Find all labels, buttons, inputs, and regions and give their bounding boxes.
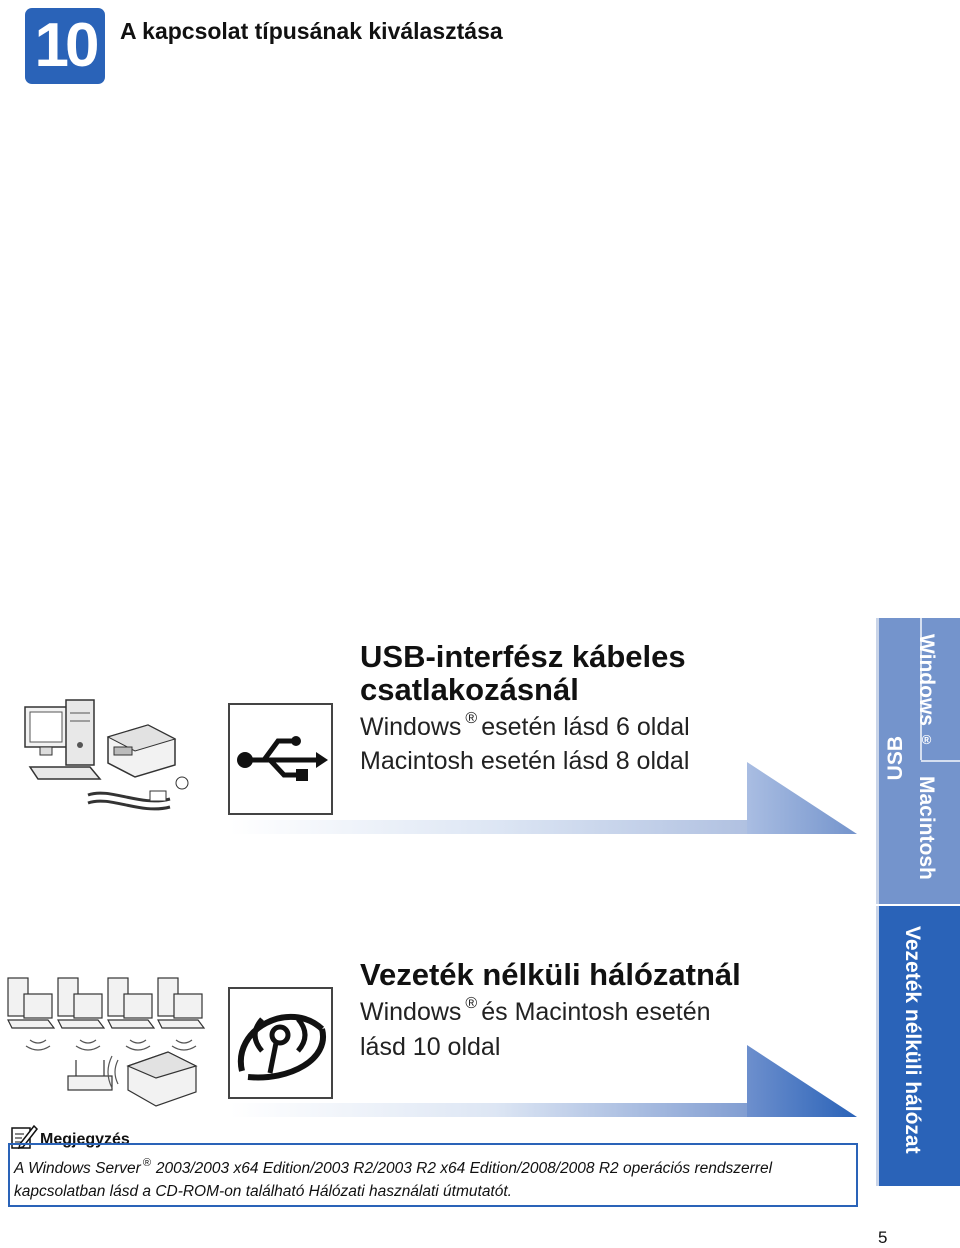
side-tab-wireless-label: Vezeték nélküli hálózat bbox=[901, 926, 924, 1154]
usb-connection-illustration bbox=[24, 699, 189, 811]
note-box bbox=[8, 1143, 858, 1207]
note-registered-mark: ® bbox=[142, 1157, 151, 1169]
usb-arrow-head bbox=[747, 762, 857, 834]
wireless-registered-mark: ® bbox=[465, 995, 478, 1012]
side-tab-usb bbox=[876, 618, 960, 904]
note-line1-b: 2003/2003 x64 Edition/2003 R2/2003 R2 x6… bbox=[155, 1160, 773, 1177]
wireless-section-title: Vezeték nélküli hálózatnál bbox=[360, 957, 741, 992]
wireless-windows-rest: és Macintosh esetén bbox=[481, 998, 711, 1026]
side-tab-windows-word: Windows bbox=[915, 634, 938, 726]
wireless-icon bbox=[237, 1013, 327, 1081]
side-tab-registered-mark: ® bbox=[919, 731, 934, 747]
page-title: A kapcsolat típusának kiválasztása bbox=[120, 18, 503, 44]
side-tab-usb-label: USB bbox=[884, 736, 907, 781]
note-line1: A Windows Server® 2003/2003 x64 Edition/2… bbox=[14, 1157, 854, 1181]
wireless-windows-line: Windows®és Macintosh esetén bbox=[360, 995, 711, 1031]
wireless-arrow-head bbox=[747, 1045, 857, 1117]
note-text: A Windows Server® 2003/2003 x64 Edition/2… bbox=[14, 1157, 854, 1202]
wireless-symbol-box bbox=[228, 987, 333, 1099]
usb-symbol-box bbox=[228, 703, 333, 815]
usb-icon bbox=[237, 736, 328, 781]
wireless-arrow-strip bbox=[230, 1103, 760, 1117]
usb-mac-line: Macintosh esetén lásd 8 oldal bbox=[360, 747, 690, 775]
step-number-badge: 10 bbox=[25, 8, 105, 84]
usb-arrow-strip bbox=[230, 820, 760, 834]
note-line2: kapcsolatban lásd a CD-ROM-on található … bbox=[14, 1183, 512, 1200]
side-tab-macintosh-label: Macintosh bbox=[915, 776, 938, 880]
side-tab-windows-label: Windows ® bbox=[914, 634, 938, 747]
usb-registered-mark: ® bbox=[465, 710, 478, 727]
usb-section-title-line2: csatlakozásnál bbox=[360, 672, 579, 707]
note-line1-a: A Windows Server bbox=[14, 1160, 141, 1177]
usb-section-title-line1: USB-interfész kábeles bbox=[360, 639, 686, 674]
side-tab-wireless bbox=[876, 906, 960, 1186]
wireless-network-illustration bbox=[7, 977, 206, 1107]
usb-windows-line: Windows®esetén lásd 6 oldal bbox=[360, 710, 690, 746]
wireless-line2: lásd 10 oldal bbox=[360, 1033, 501, 1061]
usb-windows-rest: esetén lásd 6 oldal bbox=[481, 713, 690, 741]
wireless-windows-word: Windows bbox=[360, 998, 462, 1026]
page-number: 5 bbox=[878, 1228, 888, 1247]
usb-windows-word: Windows bbox=[360, 713, 462, 741]
